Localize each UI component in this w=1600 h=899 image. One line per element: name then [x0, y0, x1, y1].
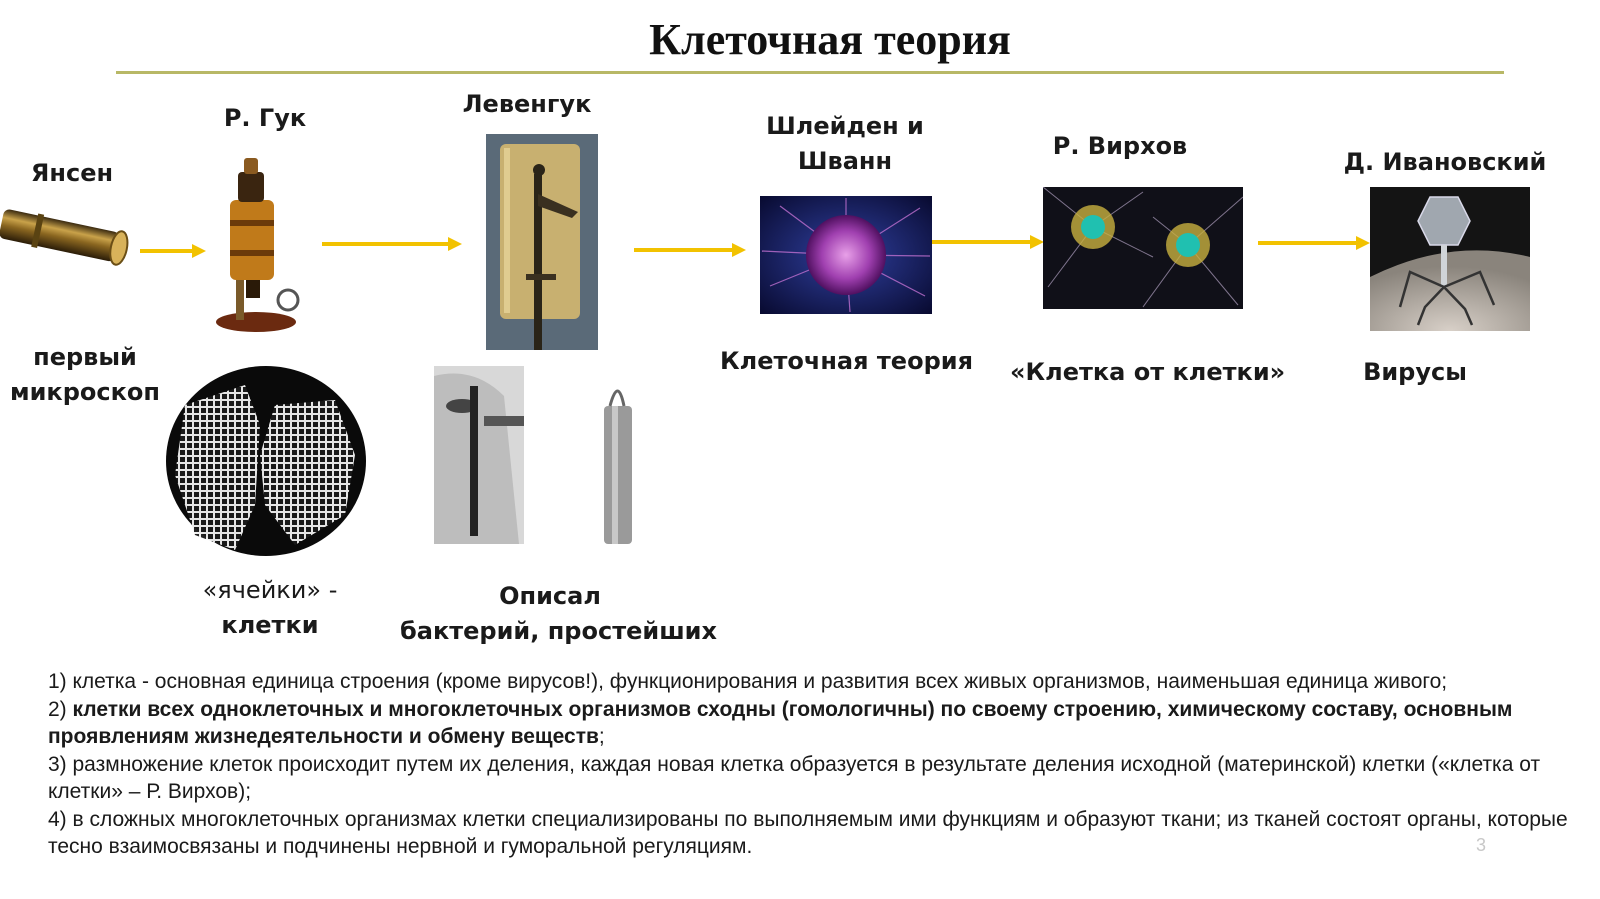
- caption-jansen: первый микроскоп: [10, 340, 160, 410]
- arrow-icon: [932, 235, 1044, 249]
- caption-leeuwenhoek: Описал бактерий, простейших: [400, 579, 717, 649]
- point-2-prefix: 2): [48, 697, 73, 721]
- arrow-icon: [634, 243, 746, 257]
- caption-leeuwenhoek-line1: Описал: [499, 582, 601, 610]
- bacteriophage-image: [1370, 187, 1530, 331]
- title-divider: [116, 71, 1504, 74]
- caption-hooke-line2: клетки: [221, 611, 319, 639]
- arrow-icon: [1258, 236, 1370, 250]
- label-schleiden-line2: Шванн: [797, 147, 893, 175]
- caption-jansen-line1: первый: [33, 343, 137, 371]
- theory-points: 1) клетка - основная единица строения (к…: [48, 668, 1578, 861]
- label-schleiden-line1: Шлейден и: [766, 112, 924, 140]
- point-3: 3) размножение клеток происходит путем и…: [48, 752, 1541, 804]
- caption-jansen-line2: микроскоп: [10, 378, 160, 406]
- caption-hooke: «ячейки» - клетки: [190, 573, 350, 643]
- caption-hooke-line1: «ячейки» -: [202, 576, 338, 604]
- caption-ivanovsky: Вирусы: [1363, 358, 1467, 386]
- brass-tube-image: [0, 200, 135, 275]
- point-1: 1) клетка - основная единица строения (к…: [48, 670, 1448, 693]
- caption-leeuwenhoek-line2: бактерий, простейших: [400, 617, 717, 645]
- point-2: 2) клетки всех одноклеточных и многоклет…: [48, 696, 1578, 751]
- neurons-image: [1043, 187, 1243, 309]
- arrow-icon: [322, 237, 462, 251]
- label-jansen: Янсен: [30, 159, 114, 187]
- caption-virchow: «Клетка от клетки»: [1010, 358, 1286, 386]
- point-2-suffix: ;: [598, 725, 605, 748]
- cork-cells-image: [165, 365, 367, 557]
- label-virchow: Р. Вирхов: [1052, 132, 1188, 160]
- label-ivanovsky: Д. Ивановский: [1343, 148, 1547, 176]
- cell-image: [760, 196, 932, 314]
- leeuwenhoek-microscope-image: [486, 134, 598, 350]
- label-hooke: Р. Гук: [223, 104, 307, 132]
- caption-schleiden: Клеточная теория: [720, 347, 973, 375]
- leeuwenhoek-usage-image: [434, 366, 656, 544]
- point-2-bold: клетки всех одноклеточных и многоклеточн…: [48, 697, 1513, 749]
- label-schleiden-schwann: Шлейден и Шванн: [740, 109, 950, 179]
- point-4: 4) в сложных многоклеточных организмах к…: [48, 807, 1568, 859]
- arrow-icon: [140, 244, 206, 258]
- hooke-microscope-image: [206, 150, 304, 335]
- label-leeuwenhoek: Левенгук: [462, 90, 592, 118]
- slide-title: Клеточная теория: [649, 15, 1011, 64]
- page-number: 3: [1475, 835, 1486, 855]
